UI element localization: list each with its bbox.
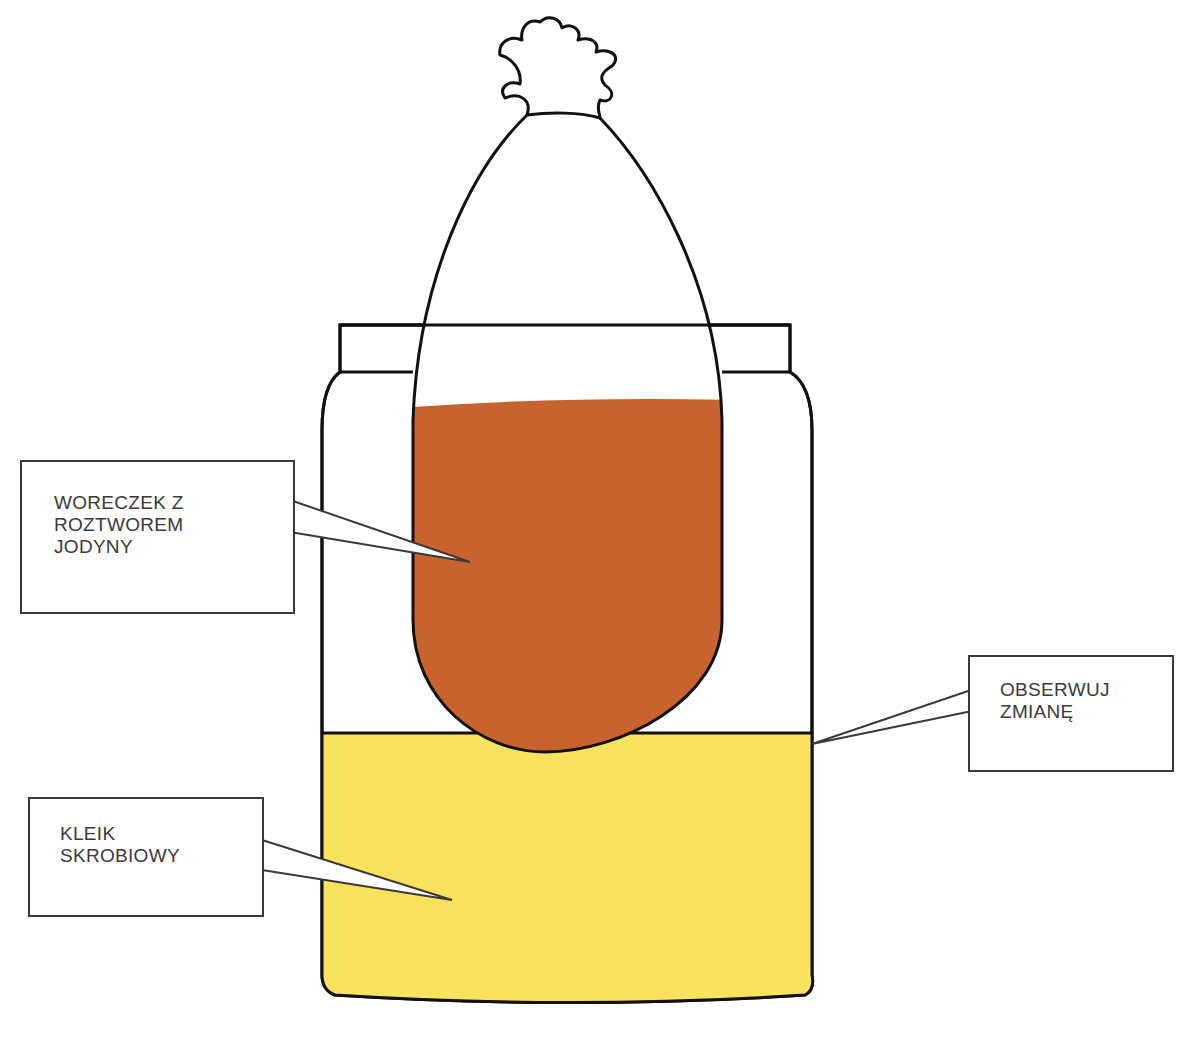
jar-outline [322,325,813,1003]
callout-box: KLEIK SKROBIOWY [28,797,264,917]
leader-pointer [290,500,470,562]
callout-text: OBSERWUJ ZMIANĘ [1000,679,1140,723]
jar-rim-lower [722,371,790,374]
jar-rim-top [340,324,790,327]
callout-text: WORECZEK Z ROZTWOREM JODYNY [54,492,259,558]
bag-outline [413,115,722,752]
bag-knot [500,18,616,118]
callout-box: OBSERWUJ ZMIANĘ [968,655,1174,772]
callout-box: WORECZEK Z ROZTWOREM JODYNY [20,460,295,614]
callout-text: KLEIK SKROBIOWY [60,823,220,867]
jar-rim-lower [340,371,413,374]
leader-pointer [262,840,452,900]
iodine-solution [400,399,740,800]
leader-pointer [812,688,977,744]
